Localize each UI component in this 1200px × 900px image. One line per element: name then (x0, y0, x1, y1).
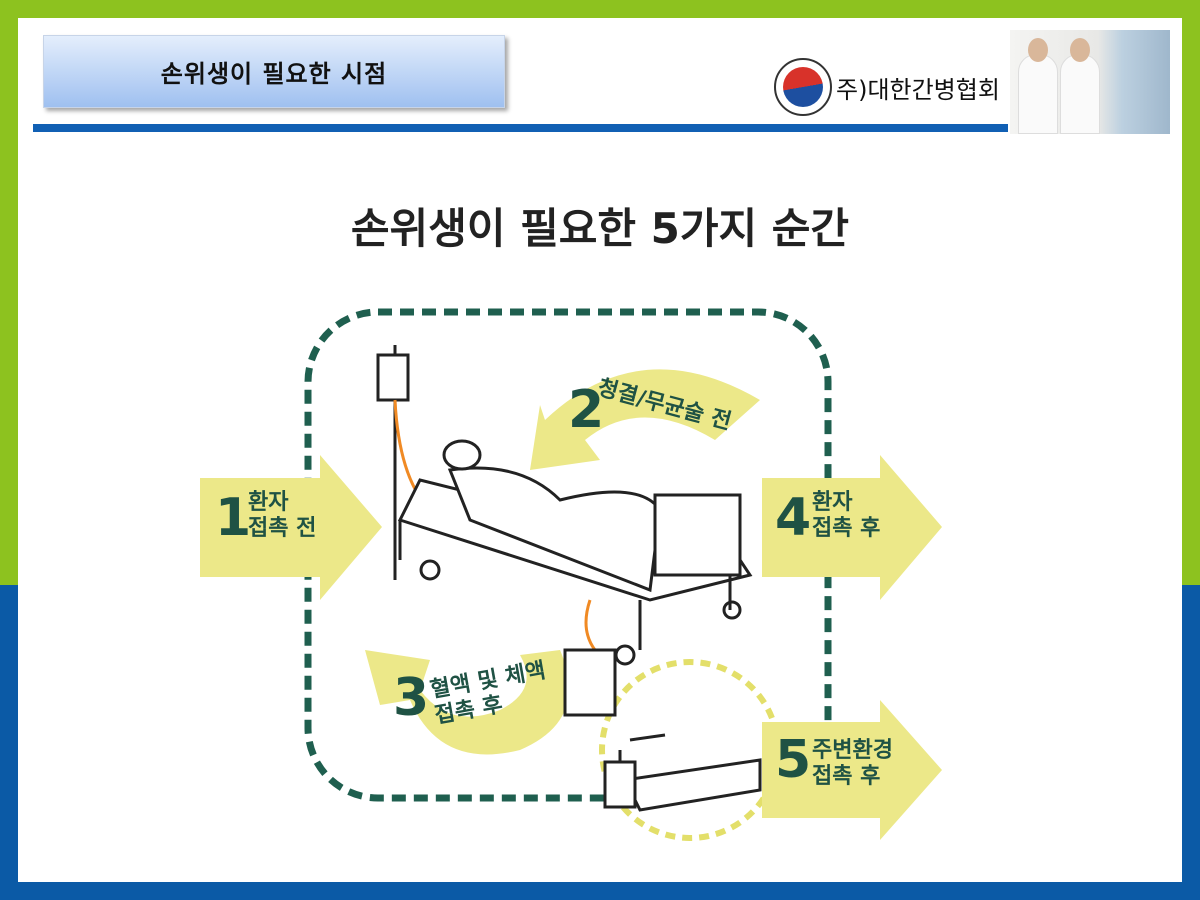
moment-5-number: 5 (775, 730, 812, 790)
moment-1-number: 1 (215, 488, 252, 548)
org-logo: 주)대한간병협회 (774, 58, 1000, 116)
environment-circle (599, 659, 781, 841)
section-title: 손위생이 필요한 시점 (43, 35, 505, 108)
patient-bed-illustration (376, 345, 762, 812)
arrow-4 (762, 455, 942, 600)
slide (18, 18, 1182, 882)
seal-icon (774, 58, 832, 116)
staff-building-photo (1010, 30, 1170, 134)
arrow-1 (200, 455, 382, 600)
org-name: 주)대한간병협회 (836, 75, 1000, 104)
arrow-5 (762, 700, 942, 840)
moment-3-number: 3 (393, 668, 430, 728)
arrow-2 (530, 369, 760, 470)
arrow-3 (365, 650, 569, 755)
moment-4-number: 4 (775, 488, 812, 548)
moment-2-number: 2 (568, 380, 605, 440)
page-title: 손위생이 필요한 5가지 순간 (350, 204, 850, 253)
header-divider (33, 124, 1008, 132)
